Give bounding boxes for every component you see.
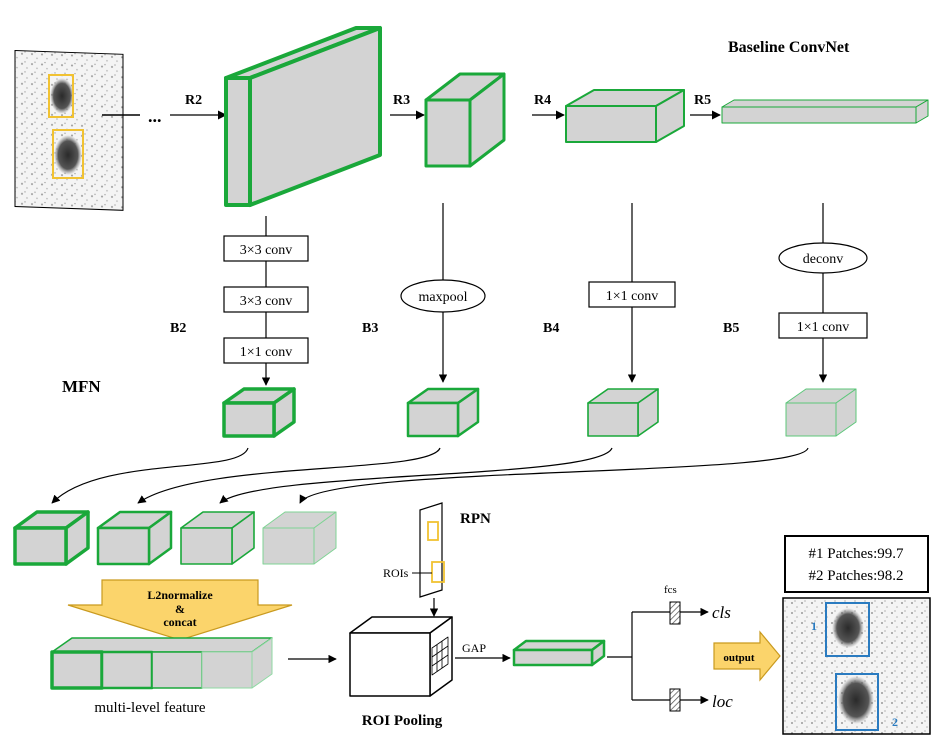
backbone-block-r3	[424, 72, 506, 168]
fcs-label: fcs	[664, 584, 677, 596]
roi-pooling-label: ROI Pooling	[362, 713, 443, 729]
roi-pooling-cube	[349, 616, 453, 697]
conv1x1-box-b4: 1×1 conv	[588, 281, 676, 308]
b4-label: B4	[543, 321, 559, 336]
svg-text:1×1 conv: 1×1 conv	[606, 289, 659, 304]
conv1x1-box-b2: 1×1 conv	[223, 337, 309, 364]
result-line-1: #1 Patches:99.7	[809, 546, 904, 562]
output-image: 1 2	[782, 597, 931, 735]
baseline-convnet-title: Baseline ConvNet	[728, 39, 850, 56]
feature-cube-b3	[406, 387, 480, 438]
feature-cube-b4	[587, 388, 659, 437]
gap-feature-vector	[512, 639, 606, 667]
r4-label: R4	[534, 93, 551, 108]
svg-text:concat: concat	[163, 615, 196, 629]
output-arrow: output	[713, 630, 781, 682]
svg-text:3×3 conv: 3×3 conv	[240, 294, 293, 309]
loc-label: loc	[712, 692, 733, 711]
results-box: #1 Patches:99.7 #2 Patches:98.2	[784, 535, 929, 593]
gap-label: GAP	[462, 641, 486, 655]
concat-cube-4	[262, 511, 337, 565]
svg-text:3×3 conv: 3×3 conv	[240, 243, 293, 258]
backbone-block-r4	[565, 89, 685, 143]
r2-label: R2	[185, 93, 202, 108]
rpn-proposal-image	[419, 502, 445, 598]
svg-text:output: output	[723, 652, 755, 664]
deconv-ellipse: deconv	[778, 242, 868, 274]
b3-label: B3	[362, 321, 378, 336]
fc-cls-block	[669, 601, 681, 625]
l2normalize-concat-arrow: L2normalize & concat	[67, 579, 293, 641]
svg-text:L2normalize: L2normalize	[147, 588, 213, 602]
svg-text:maxpool: maxpool	[419, 290, 468, 305]
maxpool-ellipse: maxpool	[400, 279, 486, 313]
feature-cube-b2	[222, 387, 296, 438]
detection-label-1: 1	[811, 619, 817, 633]
backbone-block-r2	[224, 26, 382, 207]
conv3x3-box-2: 3×3 conv	[223, 286, 309, 313]
svg-text:deconv: deconv	[803, 252, 843, 267]
mfn-label: MFN	[62, 377, 101, 396]
result-line-2: #2 Patches:98.2	[809, 568, 904, 584]
input-image	[14, 50, 124, 211]
r5-label: R5	[694, 93, 711, 108]
r3-label: R3	[393, 93, 410, 108]
svg-text:&: &	[175, 602, 185, 616]
rpn-label: RPN	[460, 511, 491, 527]
concat-cube-2	[96, 510, 173, 566]
fc-loc-block	[669, 688, 681, 712]
b5-label: B5	[723, 321, 739, 336]
cls-label: cls	[712, 603, 731, 622]
multi-level-feature	[50, 637, 273, 690]
detection-label-2: 2	[892, 715, 898, 729]
conv3x3-box-1: 3×3 conv	[223, 235, 309, 262]
concat-cube-3	[180, 511, 255, 565]
svg-text:1×1 conv: 1×1 conv	[797, 320, 850, 335]
b2-label: B2	[170, 321, 186, 336]
concat-cube-1	[13, 510, 90, 566]
fusion-curves	[51, 447, 809, 504]
svg-text:1×1 conv: 1×1 conv	[240, 345, 293, 360]
multi-level-feature-label: multi-level feature	[94, 700, 206, 716]
ellipsis-dots: ...	[148, 106, 162, 126]
rois-label: ROIs	[383, 566, 409, 580]
feature-cube-b5	[785, 388, 857, 437]
backbone-block-r5	[721, 99, 929, 124]
conv1x1-box-b5: 1×1 conv	[778, 312, 868, 339]
